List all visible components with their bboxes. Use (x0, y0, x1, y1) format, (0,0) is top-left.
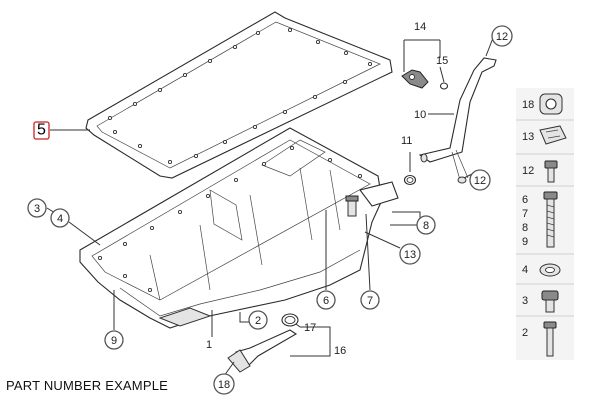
label-1: 1 (206, 339, 212, 351)
callout-13[interactable]: 13 (399, 243, 421, 265)
legend-row-3[interactable]: 3 (522, 290, 559, 313)
svg-text:6: 6 (522, 194, 528, 206)
svg-text:18: 18 (218, 379, 230, 391)
label-16: 16 (334, 345, 346, 357)
callout-7[interactable]: 7 (360, 290, 380, 310)
callout-8[interactable]: 8 (416, 215, 436, 235)
label-17: 17 (304, 322, 316, 334)
svg-text:13: 13 (522, 131, 534, 143)
dipstick-guide-tube[interactable] (418, 57, 497, 184)
legend-row-12[interactable]: 12 (522, 160, 558, 183)
callout-3[interactable]: 3 (27, 198, 47, 218)
callout-2[interactable]: 2 (248, 310, 268, 330)
legend-row-6-7-8-9[interactable]: 6 7 8 9 (522, 191, 558, 248)
callout-6[interactable]: 6 (316, 290, 336, 310)
svg-text:9: 9 (111, 335, 117, 347)
label-15: 15 (436, 55, 448, 67)
callout-9[interactable]: 9 (104, 330, 124, 350)
oil-pan-gasket[interactable] (85, 11, 393, 179)
svg-text:3: 3 (34, 203, 40, 215)
svg-text:4: 4 (57, 213, 63, 225)
callout-5-label: 5 (37, 122, 46, 139)
oil-pump-pickup[interactable] (227, 313, 299, 373)
legend-row-2[interactable]: 2 (522, 321, 557, 357)
svg-text:9: 9 (522, 236, 528, 248)
callout-18[interactable]: 18 (213, 373, 235, 395)
callout-5[interactable]: 5 (33, 121, 50, 140)
svg-text:8: 8 (423, 220, 429, 232)
svg-text:12: 12 (474, 175, 486, 187)
footer-label: PART NUMBER EXAMPLE (6, 378, 169, 393)
svg-text:12: 12 (522, 165, 534, 177)
label-10: 10 (414, 109, 426, 121)
svg-text:6: 6 (323, 295, 329, 307)
leader-lines (46, 37, 494, 377)
svg-text:3: 3 (522, 295, 528, 307)
gasket-bolt-holes (107, 27, 373, 165)
legend-row-18[interactable]: 18 (522, 93, 563, 115)
legend-row-4[interactable]: 4 (522, 263, 561, 277)
svg-text:18: 18 (522, 99, 534, 111)
dipstick-handle[interactable] (401, 69, 429, 89)
callout-4[interactable]: 4 (50, 208, 70, 228)
legend-row-13[interactable]: 13 (522, 125, 567, 145)
callout-12-top[interactable]: 12 (491, 25, 513, 47)
hardware-legend: 18 13 12 6 7 8 9 4 (516, 88, 574, 360)
svg-text:13: 13 (404, 249, 416, 261)
seal-ring[interactable] (403, 174, 417, 186)
svg-text:7: 7 (367, 295, 373, 307)
pan-side-bracket[interactable] (359, 181, 399, 207)
pan-side-bolt[interactable] (345, 195, 359, 217)
svg-text:4: 4 (522, 264, 528, 276)
svg-text:2: 2 (255, 315, 261, 327)
label-14: 14 (414, 21, 426, 33)
callout-12-lower[interactable]: 12 (469, 169, 491, 191)
svg-text:2: 2 (522, 327, 528, 339)
svg-text:8: 8 (522, 222, 528, 234)
oil-pan[interactable] (79, 127, 383, 329)
oil-pan-flange-holes (97, 145, 363, 293)
dipstick-o-ring[interactable] (439, 82, 449, 90)
svg-text:12: 12 (496, 31, 508, 43)
label-11: 11 (401, 135, 412, 147)
svg-text:7: 7 (522, 208, 528, 220)
